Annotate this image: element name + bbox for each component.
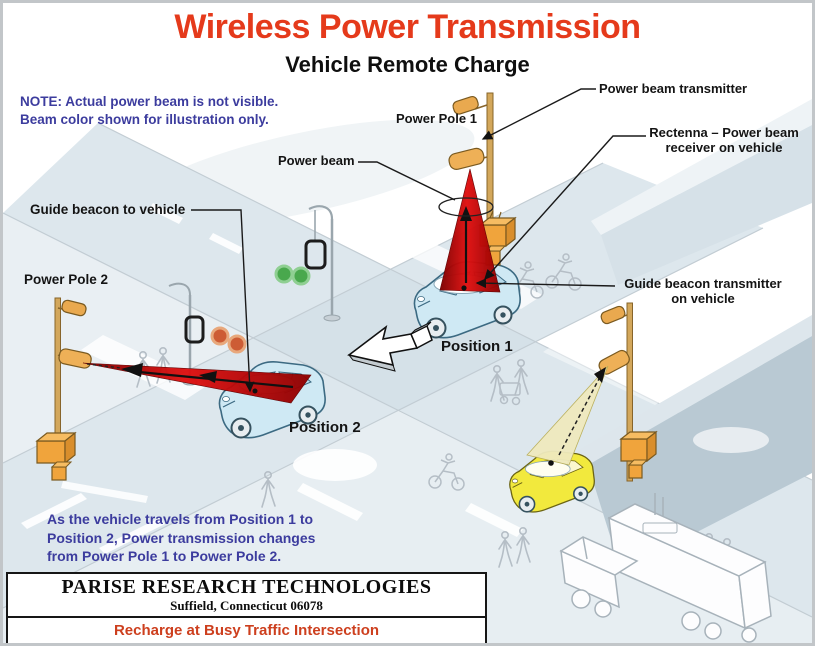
label-power-pole-2: Power Pole 2: [24, 272, 109, 287]
label-guide-beacon-transmitter-line-2: on vehicle: [671, 291, 735, 306]
traffic-light-green: [274, 205, 341, 322]
label-power-pole-1: Power Pole 1: [396, 111, 477, 126]
company-address: Suffield, Connecticut 06078: [170, 598, 323, 613]
leader-power-beam: [358, 161, 456, 201]
label-guide-beacon-transmitter-line-1: Guide beacon transmitter: [624, 276, 782, 291]
power-beam-pole-1: [438, 168, 501, 293]
power-beam-pole-2: [82, 362, 312, 404]
label-guide-beacon-to-vehicle: Guide beacon to vehicle: [30, 202, 186, 217]
label-rectenna-line-1: Rectenna – Power beam: [649, 125, 799, 140]
caption-line-2: Position 2, Power transmission changes: [47, 529, 316, 546]
pedestrians: [136, 346, 735, 575]
note-line-1: NOTE: Actual power beam is not visible.: [20, 94, 279, 109]
label-position-1: Position 1: [441, 338, 513, 355]
building-top-right: [591, 99, 812, 285]
label-position-2: Position 2: [289, 419, 361, 436]
footer-company-row: PARISE RESEARCH TECHNOLOGIES Suffield, C…: [8, 574, 485, 618]
note-text: NOTE: Actual power beam is not visible. …: [20, 93, 278, 129]
caption-text: As the vehicle travels from Position 1 t…: [47, 510, 315, 566]
leader-guide-beacon-transmitter: [475, 278, 616, 289]
label-power-beam: Power beam: [278, 153, 355, 168]
page-subtitle: Vehicle Remote Charge: [285, 52, 530, 77]
intersection-scene: [3, 3, 812, 643]
direction-arrow: [347, 321, 433, 372]
footer-tagline-row: Recharge at Busy Traffic Intersection: [8, 618, 485, 643]
power-pole-3: [598, 302, 658, 482]
label-rectenna: Rectenna – Power beam receiver on vehicl…: [641, 125, 807, 155]
beam-cross-section-ellipse: [438, 197, 494, 217]
guide-beacon-beam: [526, 365, 609, 466]
tagline-text: Recharge at Busy Traffic Intersection: [113, 622, 380, 639]
leader-rectenna: [484, 135, 646, 281]
truck: [559, 493, 772, 643]
caption-line-1: As the vehicle travels from Position 1 t…: [47, 511, 314, 527]
footer-box: PARISE RESEARCH TECHNOLOGIES Suffield, C…: [6, 572, 487, 643]
label-rectenna-line-2: receiver on vehicle: [665, 140, 783, 155]
page-title: Wireless Power Transmission: [174, 8, 641, 46]
company-name: PARISE RESEARCH TECHNOLOGIES: [61, 576, 432, 598]
caption-line-3: from Power Pole 1 to Power Pole 2.: [47, 548, 282, 564]
note-line-2: Beam color shown for illustration only.: [20, 112, 269, 127]
label-guide-beacon-transmitter: Guide beacon transmitter on vehicle: [617, 276, 789, 306]
label-power-beam-transmitter: Power beam transmitter: [599, 81, 748, 96]
leader-power-beam-transmitter: [481, 88, 596, 140]
leader-guide-beacon-to-vehicle: [191, 209, 255, 393]
power-pole-1: [448, 92, 517, 266]
leader-lines: [191, 88, 646, 393]
stroller: [499, 382, 521, 406]
